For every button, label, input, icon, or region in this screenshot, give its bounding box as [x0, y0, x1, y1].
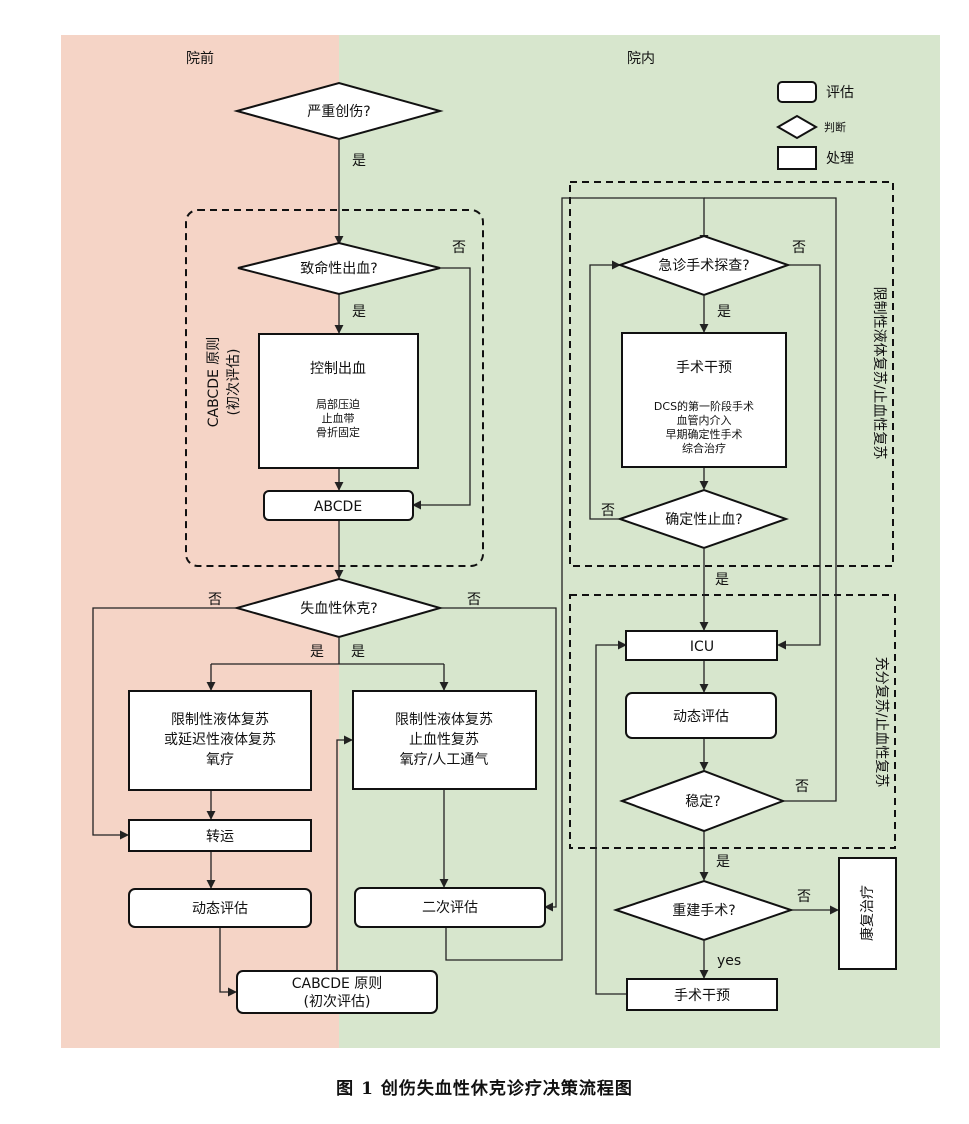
cabcde-group: [185, 209, 484, 567]
edge-label-no: 否: [601, 503, 615, 519]
edge-label-yes: 是: [352, 304, 366, 320]
edge-label-yes: 是: [310, 644, 324, 660]
edge-label-yes-en: yes: [717, 953, 741, 969]
reconstruction-surgery-decision: [612, 879, 795, 942]
control-bleeding-line2: 止血带: [322, 411, 355, 425]
mid-resus-line1: 限制性液体复苏: [395, 711, 493, 728]
mid-resus-line2: 止血性复苏: [409, 731, 479, 748]
control-bleeding-box: [258, 333, 419, 469]
control-bleeding-line1: 局部压迫: [316, 397, 360, 411]
control-bleeding-title: 控制出血: [310, 361, 366, 377]
surgical-intervention-title: 手术干预: [676, 360, 732, 376]
mid-resus-line3: 氧疗/人工通气: [400, 752, 489, 768]
left-resus-line3: 氧疗: [206, 752, 234, 768]
legend-assess-label: 评估: [826, 85, 854, 101]
dynamic-assessment-right-label: 动态评估: [673, 709, 729, 725]
cabcde-assessment-line2: (初次评估): [304, 993, 371, 1010]
secondary-assessment-label: 二次评估: [422, 900, 478, 916]
severe-trauma-label: 严重创伤?: [307, 104, 370, 120]
edge-label-no: 否: [795, 779, 809, 795]
limited-side-label: 限制性液体复苏/止血性复苏: [871, 287, 888, 460]
stable-decision: [619, 769, 786, 833]
rehabilitation-label: 康复治疗: [859, 885, 876, 941]
edge-label-yes: 是: [352, 153, 366, 169]
full-resus-group: [569, 594, 896, 849]
abcde-box: [263, 490, 414, 521]
edge-label-no: 否: [208, 592, 222, 608]
cabcde-assessment-line1: CABCDE 原则: [292, 976, 383, 992]
edge-label-yes: 是: [351, 644, 365, 660]
legend-treat-shape: [777, 146, 817, 170]
left-resus-line1: 限制性液体复苏: [171, 711, 269, 728]
shock-decision: [233, 577, 444, 639]
left-resuscitation-box: [128, 690, 312, 791]
edge-label-no: 否: [467, 592, 481, 608]
rehabilitation-box: [838, 857, 897, 970]
definitive-hemostasis-label: 确定性止血?: [665, 512, 742, 528]
legend-treat-label: 处理: [826, 151, 854, 167]
surgical-intervention-line3: 早期确定性手术: [666, 427, 743, 441]
region-in-label: 院内: [627, 51, 655, 67]
severe-trauma-decision: [233, 81, 444, 141]
fatal-bleeding-decision: [237, 241, 441, 296]
region-pre-label: 院前: [186, 50, 214, 67]
edge-label-yes: 是: [717, 304, 731, 320]
edge-label-yes: 是: [716, 854, 730, 870]
dynamic-assessment-left-label: 动态评估: [192, 901, 248, 917]
legend-assess-shape: [777, 81, 817, 103]
icu-box: [625, 630, 778, 661]
surgical-intervention-box: [621, 332, 787, 468]
surgical-intervention-line1: DCS的第一阶段手术: [654, 399, 754, 413]
cabcde-side-label: CABCDE 原则: [206, 337, 222, 428]
dynamic-assessment-left-box: [128, 888, 312, 928]
final-surgery-box: [626, 978, 778, 1011]
stable-label: 稳定?: [685, 794, 720, 810]
prehospital-region: [61, 35, 339, 1048]
definitive-hemostasis-decision: [616, 488, 789, 550]
cabcde-assessment-box: [236, 970, 438, 1014]
cabcde-side-sublabel: (初次评估): [225, 349, 242, 416]
transfer-box: [128, 819, 312, 852]
surgical-intervention-line4: 综合治疗: [682, 441, 726, 455]
control-bleeding-line3: 骨折固定: [316, 425, 360, 439]
transfer-label: 转运: [206, 829, 234, 845]
fatal-bleeding-label: 致命性出血?: [300, 260, 377, 277]
shock-label: 失血性休克?: [300, 601, 377, 617]
final-surgery-label: 手术干预: [674, 988, 730, 1004]
surgical-intervention-line2: 血管内介入: [677, 413, 732, 427]
edge-label-no: 否: [797, 889, 811, 905]
reconstruction-surgery-label: 重建手术?: [672, 903, 735, 919]
emergency-surgery-decision: [616, 234, 792, 297]
legend-decide-label: 判断: [824, 120, 846, 134]
full-side-label: 充分复苏/止血性复苏: [873, 657, 890, 788]
abcde-label: ABCDE: [314, 499, 362, 515]
legend: 评估 判断 处理: [776, 81, 854, 170]
left-resus-line2: 或延迟性液体复苏: [164, 731, 276, 748]
limited-resus-group: [569, 181, 894, 567]
edge-label-yes: 是: [715, 572, 729, 588]
icu-label: ICU: [690, 639, 714, 655]
edge-label-no: 否: [792, 240, 806, 256]
figure-caption: 图 1 创伤失血性休克诊疗决策流程图: [336, 1079, 633, 1099]
edge-label-no: 否: [452, 240, 466, 256]
dynamic-assessment-right-box: [625, 692, 777, 739]
emergency-surgery-label: 急诊手术探查?: [658, 258, 749, 274]
mid-resuscitation-box: [352, 690, 537, 790]
secondary-assessment-box: [354, 887, 546, 928]
legend-decide-shape: [776, 114, 818, 140]
